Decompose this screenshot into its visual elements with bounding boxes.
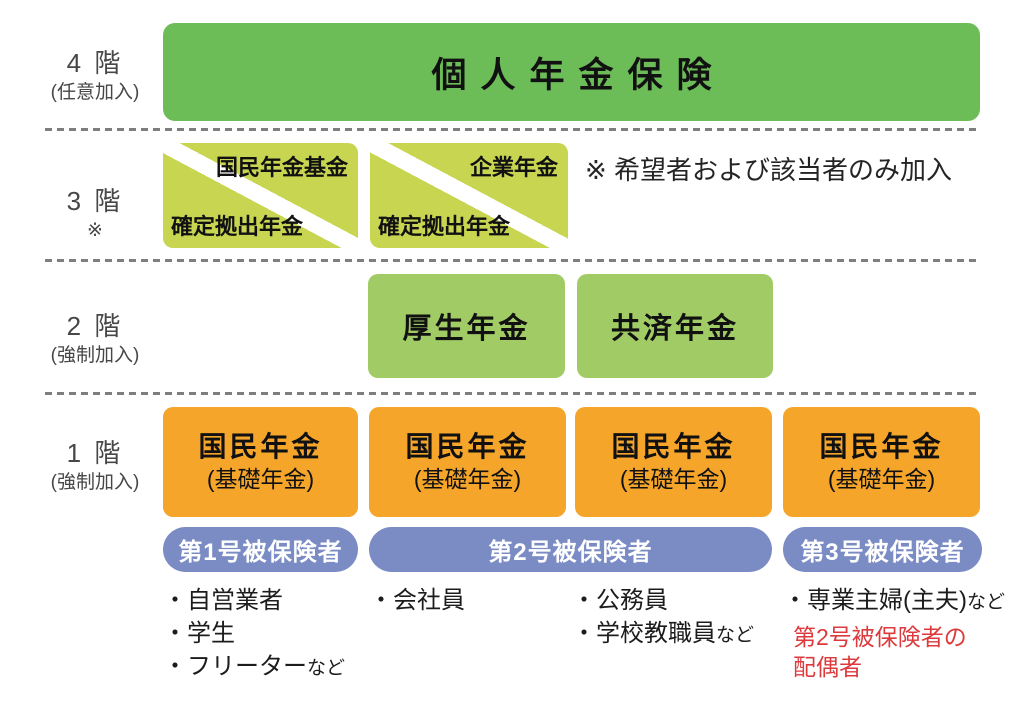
floor-label-2: 2 階 (強制加入): [28, 311, 162, 368]
mutual-aid-pension-box: 共済年金: [577, 274, 773, 378]
floor-3-title: 3 階: [66, 186, 124, 216]
insured-examples-col2: ・会社員: [369, 584, 465, 617]
example-item: ・自営業者: [163, 587, 283, 614]
floor-3-subtitle: ※: [87, 220, 103, 241]
basic-pension-label: (基礎年金): [619, 466, 728, 492]
corporate-pension-box: 企業年金 確定拠出年金: [370, 143, 568, 248]
example-item: ・学生: [163, 620, 235, 647]
national-pension-box-1: 国民年金 (基礎年金): [163, 407, 358, 517]
personal-pension-insurance-label: 個人年金保険: [431, 55, 726, 95]
floor-1-title: 1 階: [66, 438, 124, 468]
mutual-aid-pension-label: 共済年金: [610, 313, 739, 345]
floor-4-subtitle: (任意加入): [50, 82, 140, 103]
floor-divider-top: [45, 128, 980, 131]
example-item: ・専業主婦(主夫)など: [783, 587, 1005, 614]
basic-pension-label: (基礎年金): [827, 466, 936, 492]
employees-pension-label: 厚生年金: [402, 313, 531, 345]
insured-category-2-badge: 第2号被保険者: [369, 527, 772, 572]
example-item: ・フリーターなど: [163, 653, 346, 680]
example-item: ・学校教職員など: [572, 620, 755, 647]
insured-examples-col4: ・専業主婦(主夫)など 第2号被保険者の 配偶者: [783, 584, 1005, 682]
floor-1-subtitle: (強制加入): [50, 472, 140, 493]
floor-label-3: 3 階 ※: [28, 186, 162, 243]
defined-contribution-pension-label: 確定拠出年金: [378, 214, 511, 239]
national-pension-label: 国民年金: [819, 431, 944, 462]
insured-examples-col3: ・公務員 ・学校教職員など: [572, 584, 754, 652]
national-pension-box-4: 国民年金 (基礎年金): [783, 407, 980, 517]
example-item: ・公務員: [572, 587, 668, 614]
floor-4-title: 4 階: [66, 48, 124, 78]
national-pension-label: 国民年金: [611, 431, 736, 462]
spouse-note-line1: 第2号被保険者の: [793, 624, 967, 650]
basic-pension-label: (基礎年金): [206, 466, 315, 492]
floor-label-4: 4 階 (任意加入): [28, 48, 162, 105]
floor-divider-middle: [45, 259, 980, 262]
employees-pension-box: 厚生年金: [368, 274, 565, 378]
corporate-pension-label: 企業年金: [469, 155, 558, 180]
floor-2-title: 2 階: [66, 311, 124, 341]
example-item: ・会社員: [369, 587, 465, 614]
national-pension-label: 国民年金: [198, 431, 323, 462]
personal-pension-insurance-box: 個人年金保険: [163, 23, 980, 121]
national-pension-label: 国民年金: [405, 431, 530, 462]
floor-divider-bottom: [45, 392, 980, 395]
insured-examples-col1: ・自営業者 ・学生 ・フリーターなど: [163, 584, 345, 685]
national-pension-box-3: 国民年金 (基礎年金): [575, 407, 772, 517]
national-pension-fund-label: 国民年金基金: [215, 155, 348, 180]
insured-category-3-badge: 第3号被保険者: [783, 527, 982, 572]
insured-category-1-badge: 第1号被保険者: [163, 527, 358, 572]
optional-enrollment-note: ※ 希望者および該当者のみ加入: [585, 155, 953, 185]
floor-label-1: 1 階 (強制加入): [28, 438, 162, 495]
basic-pension-label: (基礎年金): [413, 466, 522, 492]
floor-2-subtitle: (強制加入): [50, 345, 140, 366]
defined-contribution-pension-label: 確定拠出年金: [171, 214, 304, 239]
national-pension-box-2: 国民年金 (基礎年金): [369, 407, 566, 517]
national-pension-fund-box: 国民年金基金 確定拠出年金: [163, 143, 358, 248]
spouse-note-line2: 配偶者: [793, 654, 862, 680]
